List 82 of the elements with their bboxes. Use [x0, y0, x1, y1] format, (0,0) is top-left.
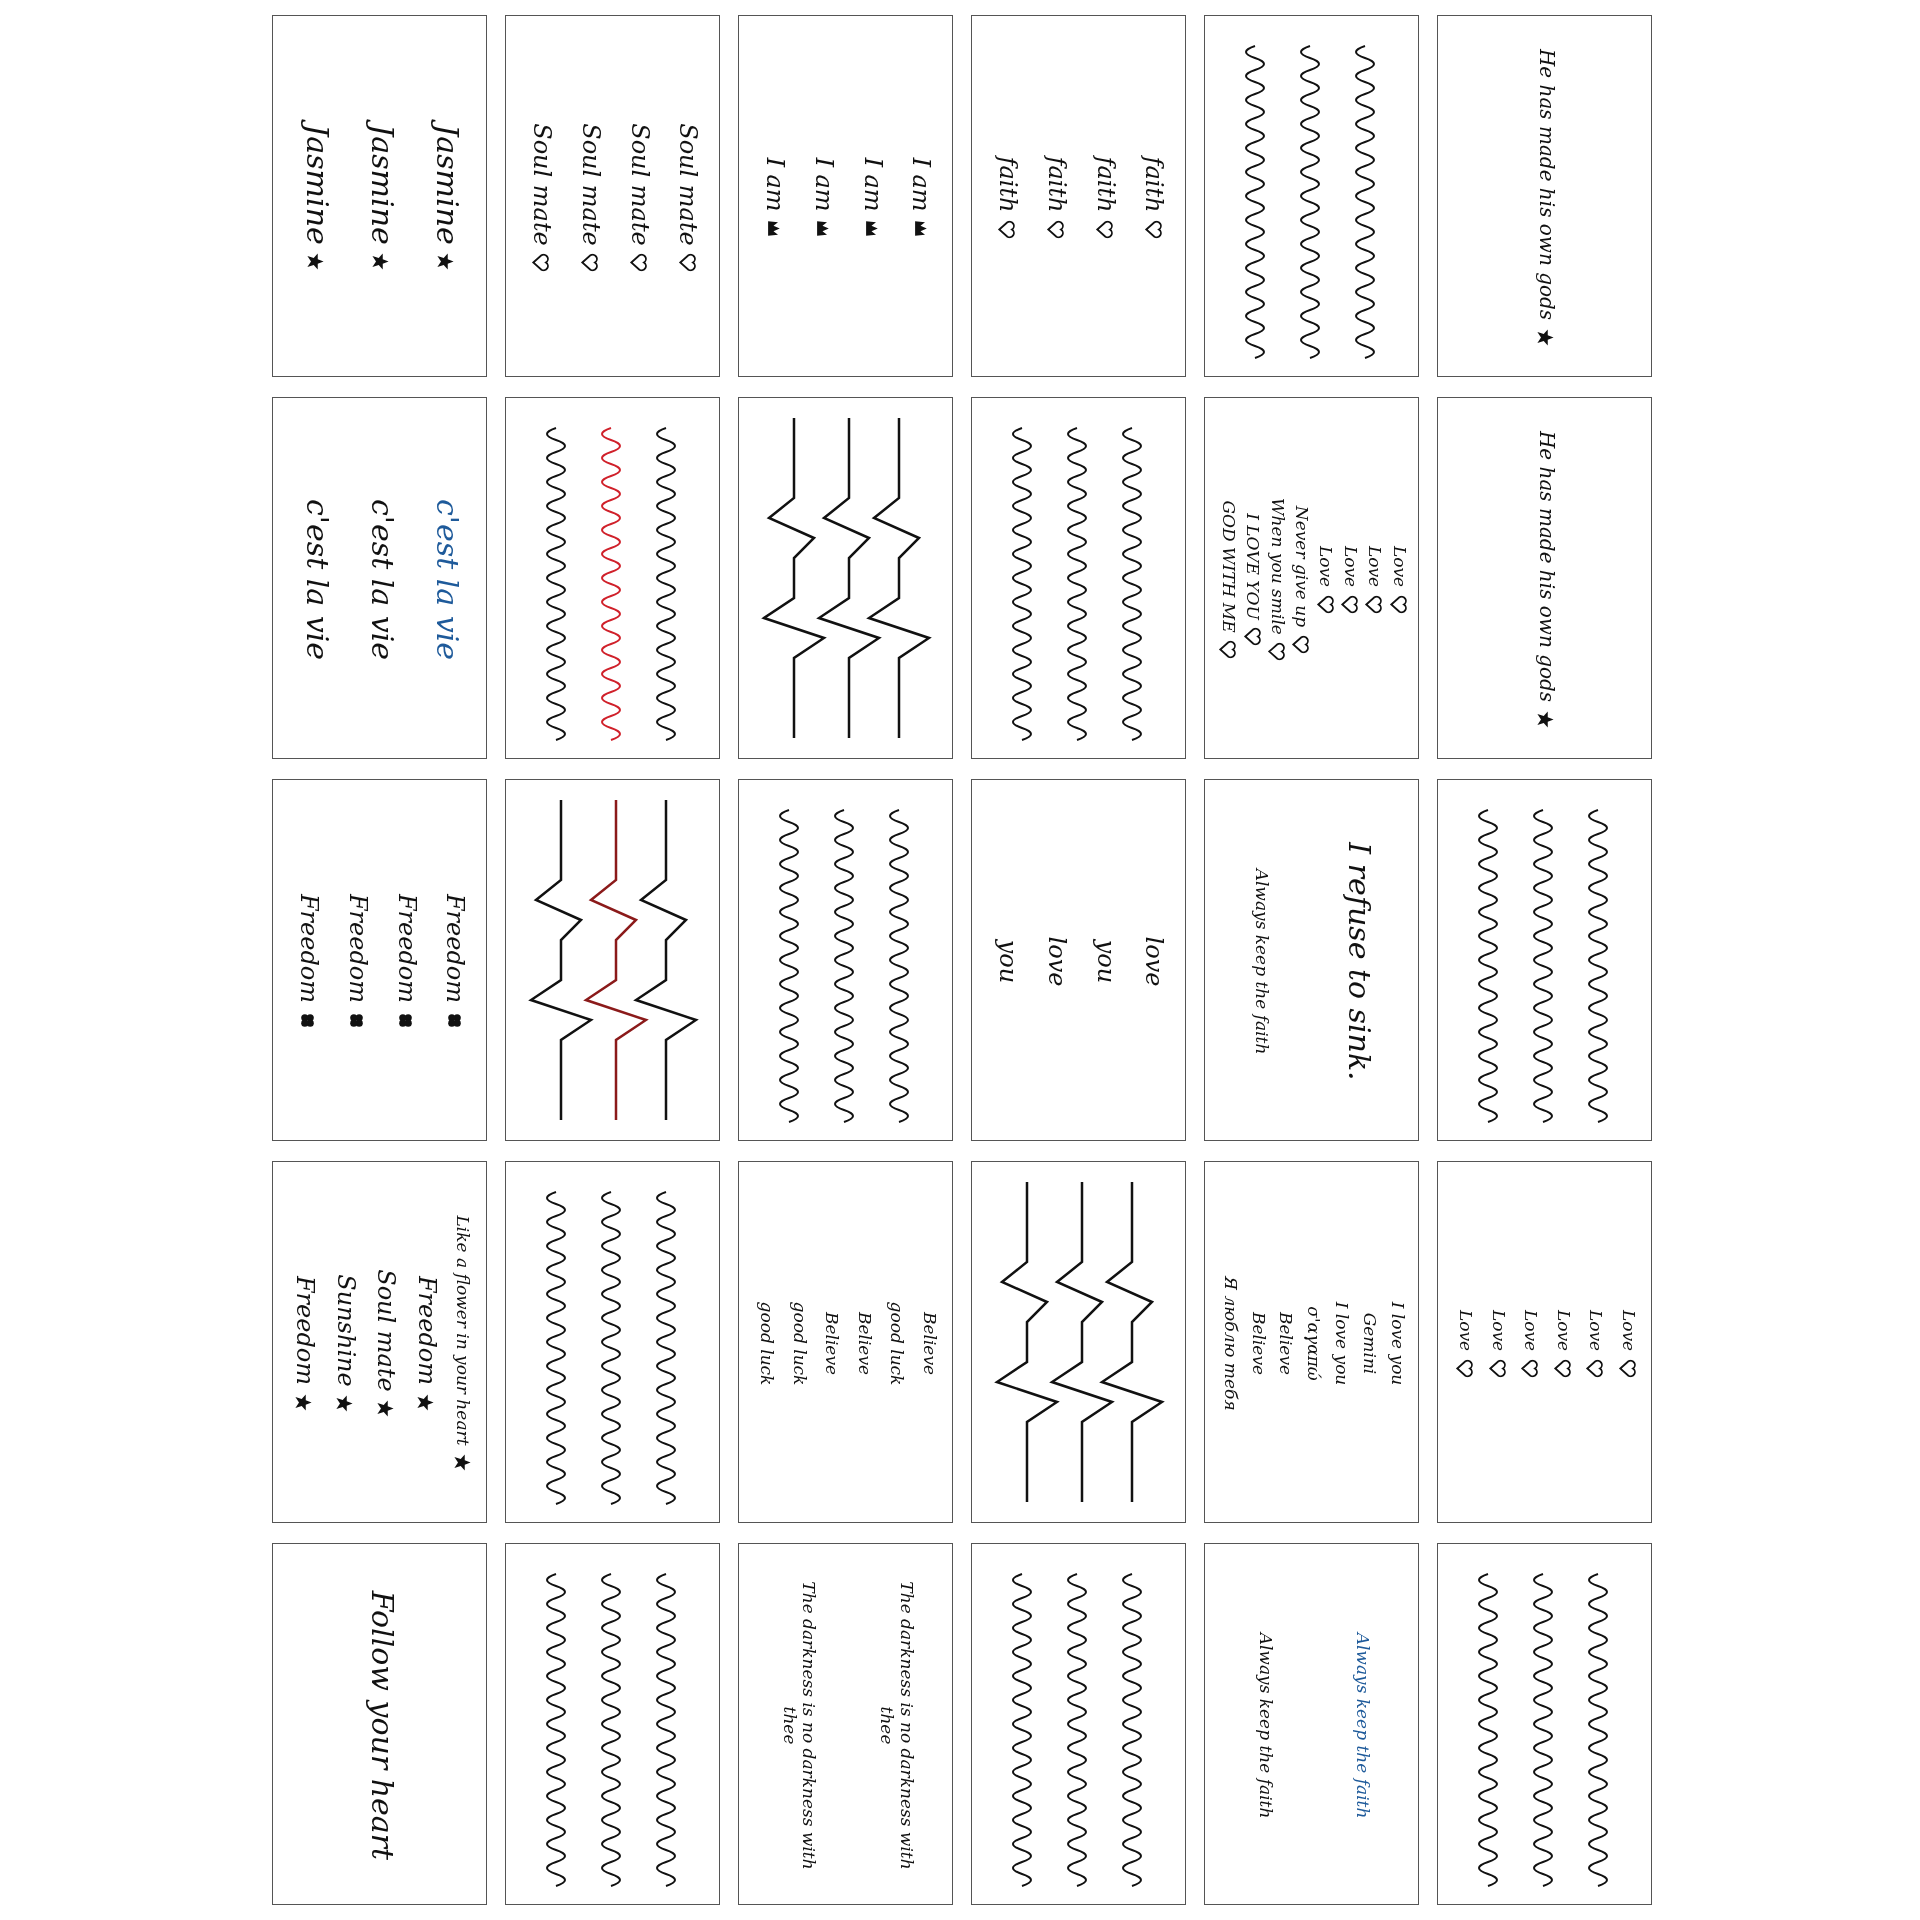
tattoo-text: Soul mate: [370, 1268, 399, 1392]
tattoo-text: Never give up: [1290, 505, 1311, 627]
tattoo-text: Follow your heart: [363, 1590, 398, 1860]
tattoo-sheet: [738, 15, 953, 377]
tattoo-sheet: [272, 1161, 487, 1523]
tattoo-text: Love: [1339, 545, 1359, 587]
tattoo-text: you: [1090, 939, 1118, 983]
tattoo-sheet: [1437, 15, 1652, 377]
tattoo-text: Believe: [853, 1311, 873, 1375]
tattoo-sheet: [1437, 1161, 1652, 1523]
tattoo-text: Freedom: [439, 893, 468, 1003]
tattoo-text: I LOVE YOU: [1241, 512, 1262, 620]
tattoo-text: Freedom: [391, 893, 419, 1003]
tattoo-text: Freedom: [289, 1275, 318, 1385]
tattoo-text: love: [1138, 936, 1167, 986]
tattoo-text: I love you: [1330, 1301, 1351, 1385]
tattoo-text: σ'αγαπώ: [1302, 1305, 1323, 1381]
tattoo-text: When you smile: [1266, 497, 1286, 635]
tattoo-sheet: [272, 779, 487, 1141]
tattoo-sheet: [1204, 1161, 1419, 1523]
tattoo-text: Believe: [918, 1311, 938, 1375]
tattoo-sheet: [738, 1543, 953, 1905]
tattoo-text: Love: [1454, 1309, 1475, 1351]
tattoo-text: c'est la vie: [298, 498, 333, 660]
tattoo-text: I am: [808, 156, 836, 212]
tattoo-sheet: [272, 1543, 487, 1905]
tattoo-text: Love: [1617, 1309, 1637, 1351]
tattoo-sheet: [738, 1161, 953, 1523]
tattoo-sheet: [1204, 779, 1419, 1141]
tattoo-text: The darkness is no darkness with thee: [875, 1579, 915, 1872]
tattoo-text: faith: [1041, 156, 1069, 212]
tattoo-text: Sunshine: [330, 1273, 358, 1387]
tattoo-sheet: [1437, 397, 1652, 759]
tattoo-text: I love you: [1386, 1301, 1406, 1385]
tattoo-text: Always keep the faith: [1351, 1632, 1372, 1818]
tattoo-text: good luck: [755, 1301, 776, 1385]
tattoo-sheet: [1204, 397, 1419, 759]
tattoo-text: Believe: [1274, 1311, 1295, 1375]
tattoo-text: Love: [1388, 545, 1408, 587]
tattoo-text: Freedom: [293, 893, 322, 1003]
tattoo-text: Love: [1519, 1309, 1540, 1351]
tattoo-text: c'est la vie: [363, 498, 398, 660]
tattoo-text: Love: [1314, 545, 1335, 587]
tattoo-text: faith: [1090, 156, 1118, 212]
tattoo-sheet: [505, 15, 720, 377]
tattoo-text: Love: [1487, 1309, 1507, 1351]
tattoo-text: good luck: [885, 1301, 906, 1385]
tattoo-text: Soul mate: [575, 122, 603, 246]
tattoo-text: Gemini: [1358, 1312, 1378, 1374]
tattoo-text: faith: [992, 156, 1021, 212]
tattoo-text: Like a flower in your heart: [451, 1215, 472, 1445]
tattoo-text: I refuse to sink.: [1340, 841, 1375, 1081]
tattoo-text: I am: [905, 156, 934, 212]
tattoo-text: Soul mate: [624, 122, 652, 246]
tattoo-text: Soul mate: [672, 122, 701, 246]
tattoo-text: you: [992, 939, 1021, 983]
tattoo-text: c'est la vie: [428, 498, 463, 660]
tattoo-text: faith: [1138, 156, 1167, 212]
tattoo-text: love: [1041, 936, 1069, 986]
tattoo-text: GOD WITH ME: [1217, 499, 1237, 633]
tattoo-text: Love: [1584, 1309, 1605, 1351]
tattoo-sheet: [971, 15, 1186, 377]
tattoo-text: good luck: [788, 1301, 808, 1385]
tattoo-sheet: [272, 397, 487, 759]
tattoo-sheet: [272, 15, 487, 377]
tattoo-text: Freedom: [342, 893, 370, 1003]
tattoo-text: I am: [759, 156, 788, 212]
tattoo-text: Love: [1363, 545, 1384, 587]
tattoo-text: Always keep the faith: [1254, 1632, 1274, 1818]
tattoo-text: Believe: [1247, 1311, 1267, 1375]
tattoo-text: He has made his own gods: [1534, 48, 1557, 320]
tattoo-text: The darkness is no darkness with thee: [778, 1579, 818, 1872]
tattoo-text: Я люблю тебя: [1219, 1275, 1239, 1411]
tattoo-text: He has made his own gods: [1534, 430, 1557, 702]
tattoo-sheet: [1204, 1543, 1419, 1905]
tattoo-text: Love: [1552, 1309, 1572, 1351]
tattoo-text: Freedom: [411, 1275, 439, 1385]
tattoo-text: Believe: [820, 1311, 841, 1375]
tattoo-text: I am: [857, 156, 885, 212]
tattoo-sheet: [971, 779, 1186, 1141]
tattoo-text: Soul mate: [526, 122, 555, 246]
tattoo-text: Always keep the faith: [1250, 868, 1270, 1054]
